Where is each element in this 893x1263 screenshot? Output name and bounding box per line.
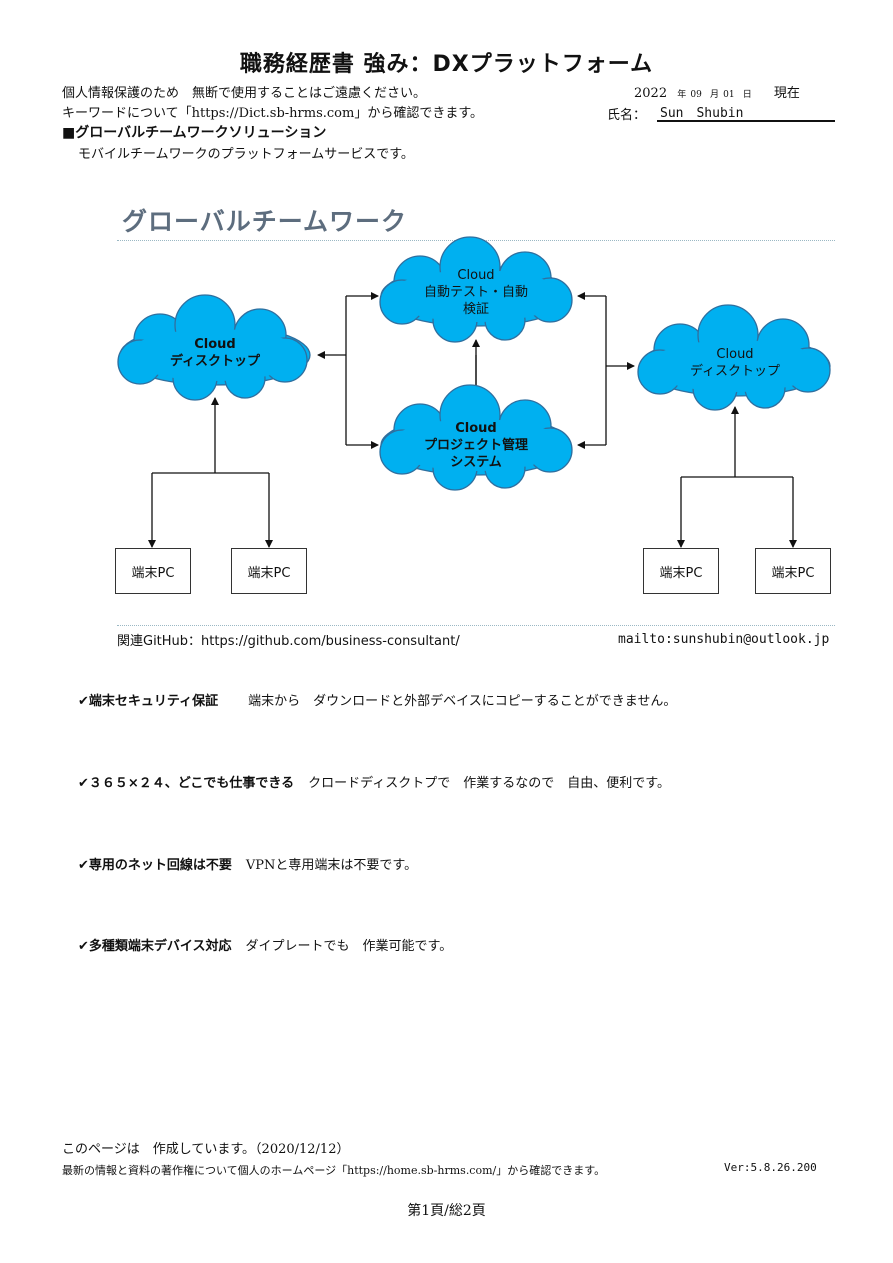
cloud-left-label: Cloud ディスクトップ — [145, 336, 285, 370]
feature-head: 多種類端末デバイス対応 — [88, 939, 232, 954]
date-day: 01 — [723, 90, 735, 100]
check-icon: ✔ — [78, 858, 89, 873]
date-line: 2022 年 09 月 01 日 現在 — [634, 82, 800, 101]
cloud-bottom-line1: Cloud — [455, 421, 497, 436]
footer-latest: 最新の情報と資料の著作権について個人のホームページ「https://home.s… — [62, 1164, 606, 1177]
cloud-top-label: Cloud 自動テスト・自動 検証 — [396, 267, 556, 318]
feature-head: 専用のネット回線は不要 — [88, 858, 232, 873]
feature-desc: ダイプレートでも 作業可能です。 — [245, 939, 453, 954]
terminal-pc-2: 端末PC — [231, 548, 307, 594]
feature-desc: クロードディスクトプで 作業するなので 自由、便利です。 — [308, 776, 670, 791]
terminal-pc-1: 端末PC — [115, 548, 191, 594]
check-icon: ✔ — [78, 694, 89, 709]
name-label: 氏名： — [607, 108, 647, 123]
feature-head: ３６５×２４、どこでも仕事できる — [88, 776, 295, 791]
cloud-top-line3: 検証 — [462, 302, 489, 317]
cloud-right-line1: Cloud — [716, 347, 754, 362]
page-title: 職務経歴書 強み：DXプラットフォーム — [239, 52, 654, 77]
check-icon: ✔ — [78, 939, 89, 954]
check-icon: ✔ — [78, 776, 89, 791]
footer-version: Ver:5.8.26.200 — [724, 1161, 817, 1174]
privacy-notice: 個人情報保護のため 無断で使用することはご遠慮ください。 — [62, 86, 427, 101]
network-diagram — [117, 236, 831, 548]
name-underline — [657, 120, 835, 122]
page-number: 第1頁/総2頁 — [407, 1203, 486, 1219]
feature-item-2: ✔３６５×２４、どこでも仕事できるクロードディスクトプで 作業するなので 自由、… — [78, 772, 670, 791]
date-year-unit: 年 — [677, 90, 687, 100]
feature-item-1: ✔端末セキュリティ保証 端末から ダウンロードと外部デベイスにコピーすることができ… — [78, 690, 676, 709]
mail-link[interactable]: mailto:sunshubin@outlook.jp — [618, 632, 830, 647]
github-link[interactable]: 関連GitHub：https://github.com/business-con… — [117, 634, 460, 649]
date-month-unit: 月 — [709, 90, 719, 100]
cloud-bottom-line3: システム — [450, 455, 502, 470]
date-month: 09 — [690, 90, 702, 100]
date-year: 2022 — [634, 86, 668, 101]
date-status: 現在 — [773, 86, 800, 101]
diagram-bottom-divider — [117, 625, 835, 626]
cloud-right-line2: ディスクトップ — [689, 364, 781, 379]
footer-created: このページは 作成しています。（2020/12/12） — [62, 1142, 350, 1157]
cloud-top-line1: Cloud — [457, 268, 495, 283]
terminal-pc-3: 端末PC — [643, 548, 719, 594]
name-value: Sun Shubin — [660, 106, 744, 121]
cloud-top-line2: 自動テスト・自動 — [423, 285, 528, 300]
feature-head: 端末セキュリティ保証 — [88, 694, 219, 709]
feature-item-4: ✔多種類端末デバイス対応ダイプレートでも 作業可能です。 — [78, 935, 452, 954]
date-day-unit: 日 — [742, 90, 752, 100]
cloud-left-line2: ディスクトップ — [169, 354, 261, 369]
feature-item-3: ✔専用のネット回線は不要 VPNと専用端末は不要です。 — [78, 854, 417, 873]
diagram-title: グローバルチームワーク — [122, 207, 408, 236]
cloud-bottom-label: Cloud プロジェクト管理 システム — [396, 420, 556, 471]
cloud-right-label: Cloud ディスクトップ — [665, 346, 805, 380]
cloud-left-line1: Cloud — [194, 337, 236, 352]
section-heading: ■グローバルチームワークソリューション — [62, 125, 327, 141]
feature-desc: VPNと専用端末は不要です。 — [245, 858, 418, 873]
cloud-bottom-line2: プロジェクト管理 — [423, 438, 528, 453]
keyword-notice: キーワードについて「https://Dict.sb-hrms.com」から確認で… — [62, 106, 484, 121]
feature-desc: 端末から ダウンロードと外部デベイスにコピーすることができません。 — [248, 694, 677, 709]
terminal-pc-4: 端末PC — [755, 548, 831, 594]
section-description: モバイルチームワークのプラットフォームサービスです。 — [78, 147, 414, 162]
